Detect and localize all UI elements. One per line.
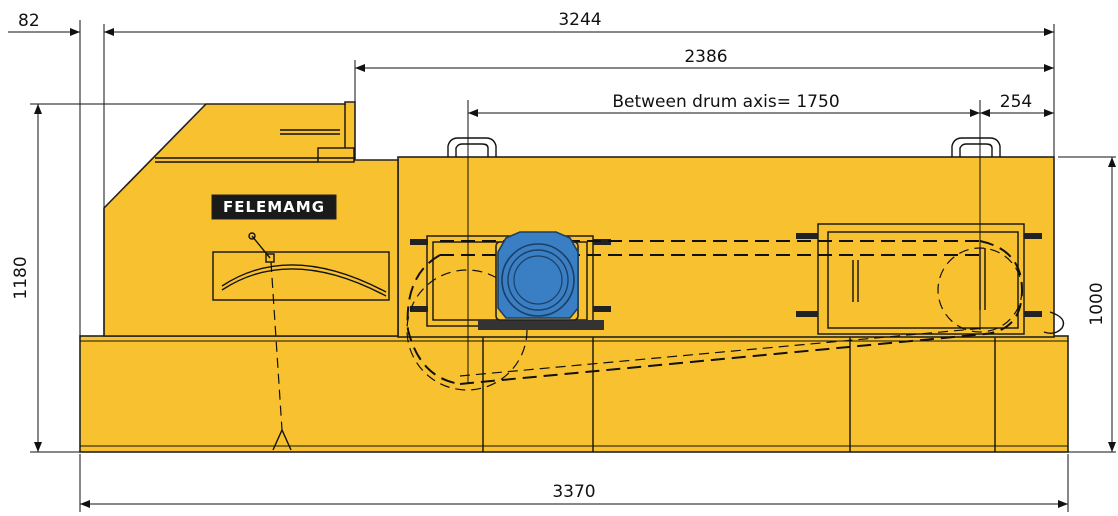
- inspection-window: [212, 251, 390, 301]
- dim-drum-offset: 254: [1000, 92, 1032, 112]
- dim-body-height: 1000: [1087, 282, 1107, 325]
- drive-motor: [478, 231, 604, 330]
- logo-text: FELEMAMG: [223, 198, 325, 216]
- tension-bolts: [410, 233, 1042, 317]
- dim-belt-length: 2386: [684, 47, 727, 67]
- dim-offset-left: 82: [18, 11, 40, 31]
- dim-base-length: 3370: [552, 482, 595, 502]
- base-frame: [79, 335, 1069, 453]
- machine-body: FELEMAMG: [79, 101, 1069, 453]
- logo-plate: [211, 194, 337, 220]
- lifting-lug-right: [951, 137, 1001, 157]
- dimension-lines: 82 3244 2386 Between drum axis= 1750 254…: [8, 10, 1116, 512]
- lifting-lug-left: [447, 137, 497, 157]
- dim-total-height: 1180: [11, 256, 31, 299]
- dim-drum-axis: Between drum axis= 1750: [612, 92, 839, 112]
- dim-overall-width: 3244: [558, 10, 601, 30]
